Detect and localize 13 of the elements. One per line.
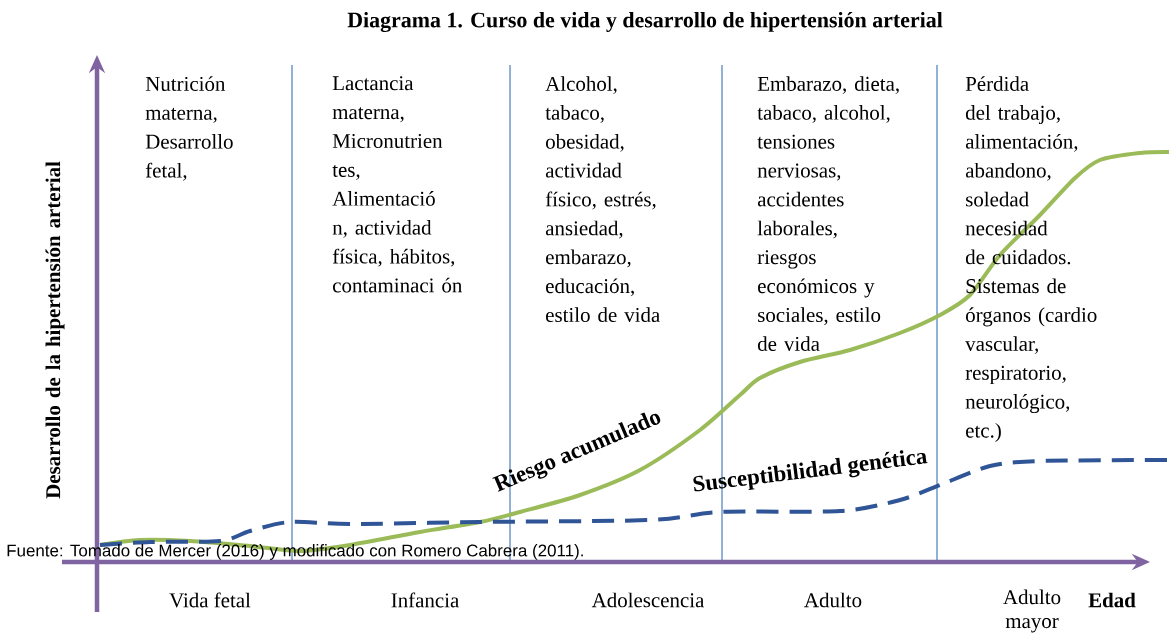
factor-list: Nutrición materna, Desarrollo fetal, <box>145 76 233 181</box>
stage-label: Adulto <box>804 592 862 608</box>
stage-label: Adolescencia <box>591 592 705 608</box>
factor-list: Alcohol, tabaco, obesidad, actividad físico, estrés, ansiedad, embarazo, educación, estilo de vida <box>545 76 660 323</box>
axis-title: Edad <box>1088 592 1136 608</box>
diagram-title: Diagrama 1. Curso de vida y desarrollo de hipertensión arterial <box>347 11 943 33</box>
curve-label: Susceptibilidad genética <box>693 450 928 492</box>
factor-list: Lactancia materna, Micronutrien tes, Alimentació n, actividad física, hábitos, contaminaci ón <box>332 76 463 293</box>
stage-label: Infancia <box>391 592 459 608</box>
stage-label: Vida fetal <box>169 592 251 608</box>
stage-label: Adulto mayor <box>1003 589 1061 633</box>
factor-list: Embarazo, dieta, tabaco, alcohol, tensiones nerviosas, accidentes laborales, riesgos económicos y sociales, estilo de vida <box>757 76 899 351</box>
axis-title: Desarrollo de la hipertensión arterial <box>45 161 65 499</box>
